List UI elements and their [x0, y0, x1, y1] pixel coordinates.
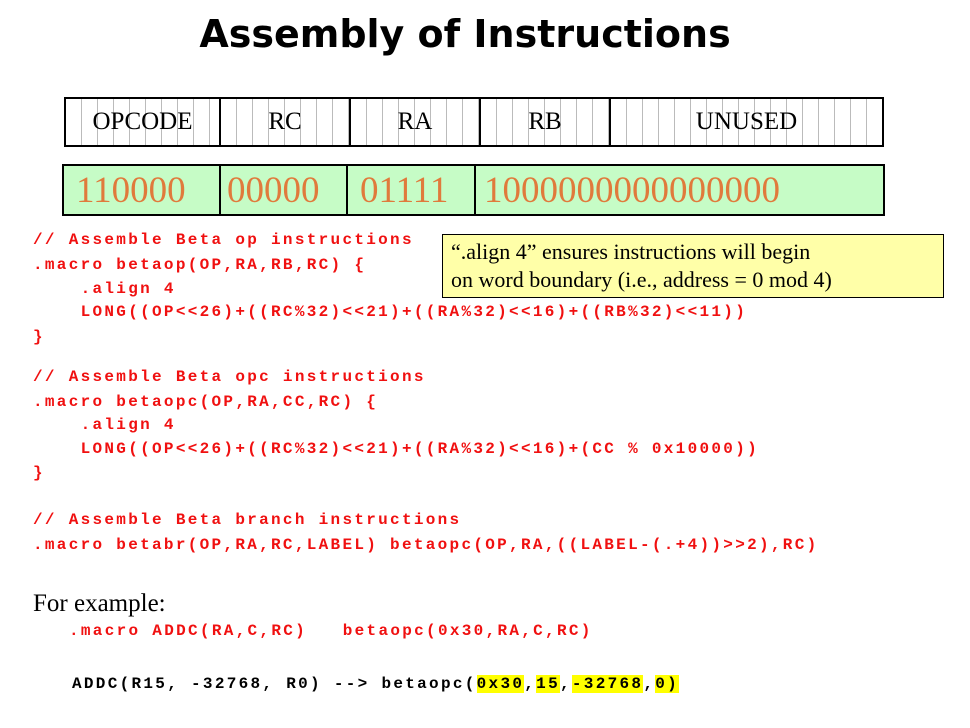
- call-prefix: ADDC(R15, -32768, R0) --> betaopc(: [72, 675, 477, 693]
- highlighted-arg: 0x30: [476, 675, 525, 693]
- field-ra: RA: [351, 99, 481, 145]
- code-line: }: [33, 464, 45, 482]
- bits-ra: 01111: [348, 166, 476, 214]
- code-comment: // Assemble Beta branch instructions: [33, 511, 462, 529]
- field-rb: RB: [481, 99, 611, 145]
- field-label: RB: [528, 108, 562, 135]
- field-label: UNUSED: [695, 108, 798, 135]
- bits-rc: 00000: [221, 166, 348, 214]
- bits-rb-literal: 1000000000000000: [484, 169, 780, 211]
- bits-opcode: 110000: [64, 166, 221, 214]
- code-line: .macro betaop(OP,RA,RB,RC) {: [33, 256, 367, 274]
- code-comment: // Assemble Beta op instructions: [33, 231, 414, 249]
- highlighted-arg: -32768: [571, 675, 644, 693]
- example-macro-line: .macro ADDC(RA,C,RC) betaopc(0x30,RA,C,R…: [69, 622, 593, 640]
- encoded-bits: 110000 00000 01111 1000000000000000: [62, 164, 885, 216]
- highlighted-arg: 15: [536, 675, 560, 693]
- field-label: RA: [397, 108, 433, 135]
- instruction-field-diagram: OPCODE RC RA RB UNUSED: [64, 97, 884, 147]
- code-line: .macro betaopc(OP,RA,CC,RC) {: [33, 393, 379, 411]
- code-line: }: [33, 328, 45, 346]
- field-label: OPCODE: [92, 108, 193, 135]
- arg-separator: ,: [524, 675, 537, 693]
- field-unused: UNUSED: [611, 99, 882, 145]
- arg-separator: ,: [559, 675, 572, 693]
- note-line: “.align 4” ensures instructions will beg…: [451, 239, 811, 264]
- code-line: .macro betabr(OP,RA,RC,LABEL) betaopc(OP…: [33, 536, 819, 554]
- example-call-line: ADDC(R15, -32768, R0) --> betaopc(0x30,1…: [72, 675, 680, 693]
- slide-title: Assembly of Instructions: [199, 12, 731, 56]
- code-line: .align 4: [33, 416, 176, 434]
- field-label: RC: [268, 108, 302, 135]
- code-line: LONG((OP<<26)+((RC%32)<<21)+((RA%32)<<16…: [33, 303, 748, 321]
- code-comment: // Assemble Beta opc instructions: [33, 368, 426, 386]
- note-line: on word boundary (i.e., address = 0 mod …: [451, 267, 832, 292]
- align-note-callout: “.align 4” ensures instructions will beg…: [442, 234, 944, 298]
- arg-separator: ,: [643, 675, 656, 693]
- highlighted-arg: 0): [655, 675, 680, 693]
- example-heading: For example:: [33, 590, 166, 617]
- code-line: .align 4: [33, 280, 176, 298]
- code-line: LONG((OP<<26)+((RC%32)<<21)+((RA%32)<<16…: [33, 440, 759, 458]
- field-rc: RC: [221, 99, 351, 145]
- field-opcode: OPCODE: [66, 99, 221, 145]
